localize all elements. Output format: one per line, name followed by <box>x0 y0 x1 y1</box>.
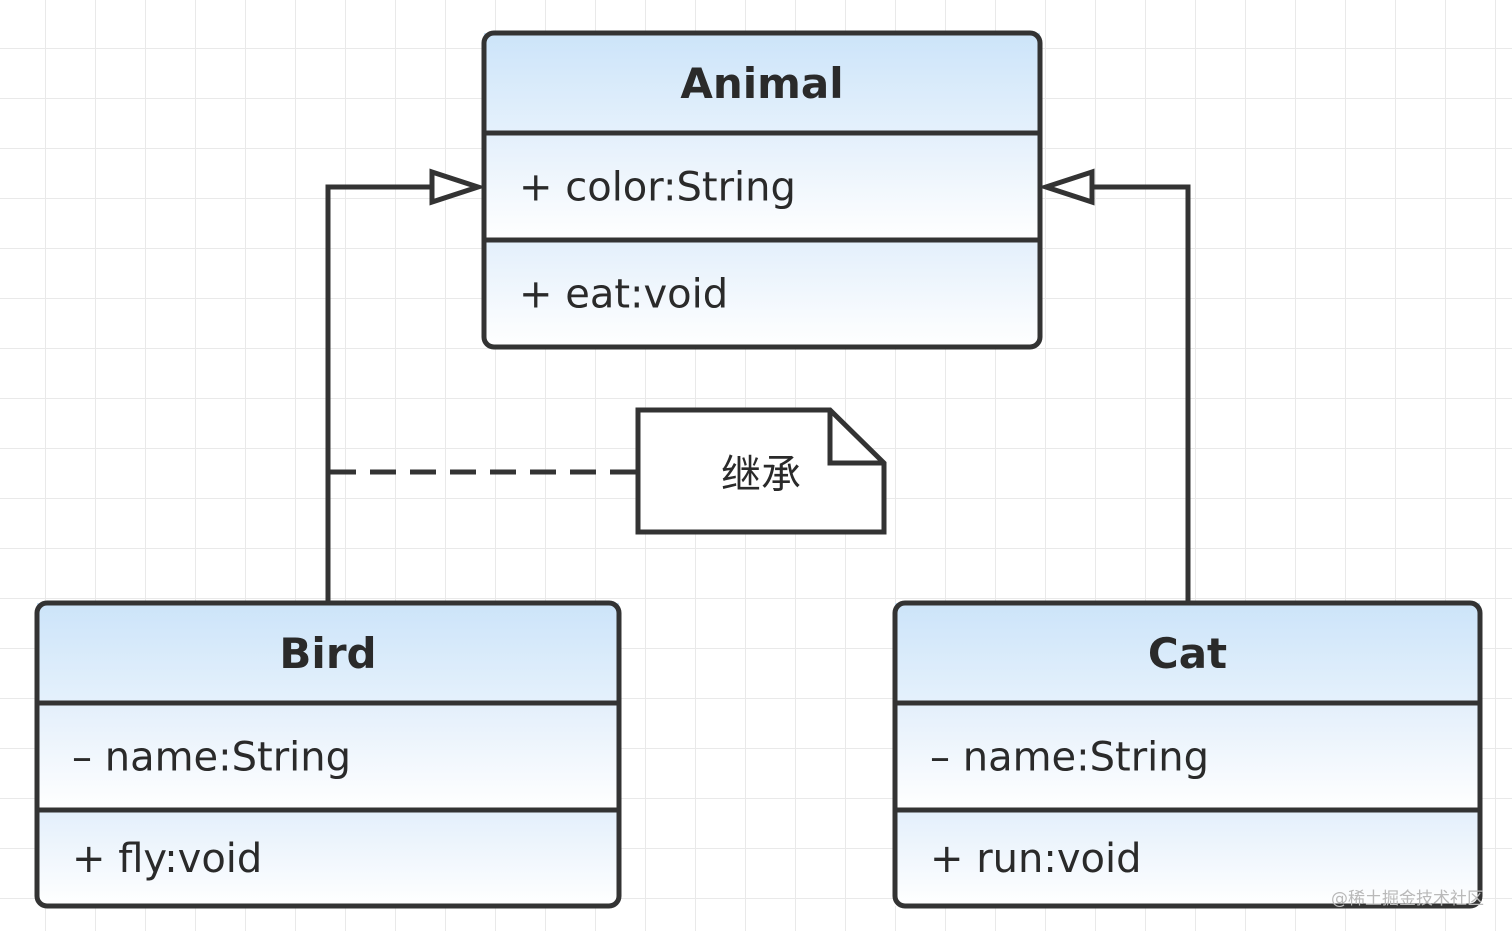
class-attributes-bg <box>37 703 619 810</box>
class-border <box>34 600 622 909</box>
note-body <box>635 407 887 535</box>
class-name: Cat <box>1148 629 1227 678</box>
class-bird[interactable]: Bird – name:String + fly:void <box>34 600 622 909</box>
class-animal[interactable]: Animal + color:String + eat:void <box>481 30 1043 350</box>
inheritance-connectors <box>325 168 1191 603</box>
class-methods-bg <box>895 810 1480 906</box>
class-name: Animal <box>680 59 843 108</box>
class-border <box>892 600 1483 909</box>
class-attribute: + color:String <box>519 165 796 211</box>
inheritance-line-bird <box>325 184 432 603</box>
watermark: @稀土掘金技术社区 <box>1331 889 1484 909</box>
class-header-bg <box>37 603 619 703</box>
class-name: Bird <box>279 629 376 678</box>
class-header-bg <box>484 33 1040 133</box>
inheritance-arrowhead-cat <box>1037 168 1095 206</box>
class-header-bg <box>895 603 1480 703</box>
inheritance-arrowhead-bird <box>429 168 487 206</box>
class-attributes-bg <box>895 703 1480 810</box>
class-method: + run:void <box>930 836 1142 882</box>
class-border <box>481 30 1043 350</box>
note-fold <box>827 410 884 466</box>
class-methods-bg <box>37 810 619 906</box>
note[interactable]: 继承 <box>635 407 887 535</box>
note-layer: 继承 <box>635 407 887 535</box>
class-method: + eat:void <box>519 272 728 318</box>
class-attribute: – name:String <box>72 735 351 781</box>
class-method: + fly:void <box>72 836 262 882</box>
class-methods-bg <box>484 240 1040 347</box>
class-cat[interactable]: Cat – name:String + run:void <box>892 600 1483 909</box>
note-text: 继承 <box>721 452 801 498</box>
class-attributes-bg <box>484 133 1040 240</box>
class-attribute: – name:String <box>930 735 1209 781</box>
inheritance-line-cat <box>1092 184 1191 603</box>
